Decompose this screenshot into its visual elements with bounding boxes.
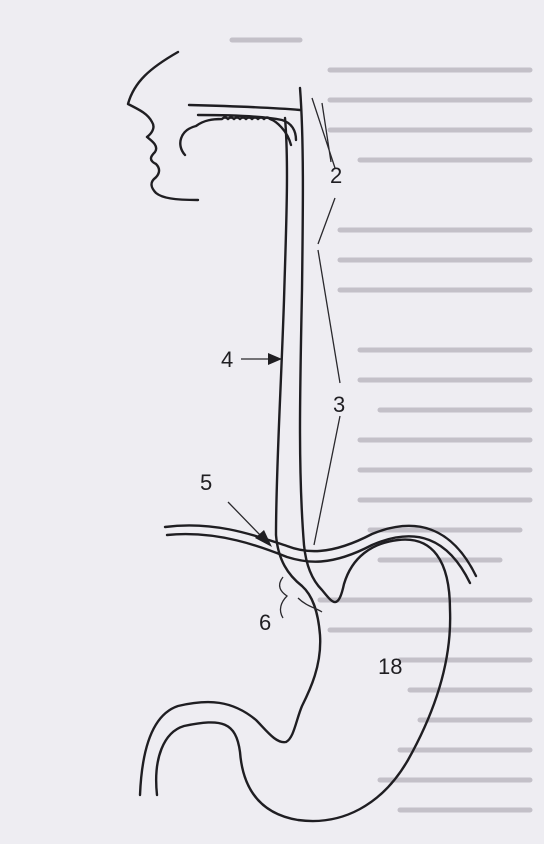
label-3: 3 [333,394,345,416]
palate [189,105,300,110]
label-6: 6 [259,612,271,634]
face-profile [128,52,198,200]
arrow-label-4 [241,353,282,365]
diaphragm-upper-line [165,525,476,576]
label-2: 2 [330,165,342,187]
label-5: 5 [200,472,212,494]
esophagus-posterior-wall [156,88,450,821]
label-18: 18 [378,656,402,678]
esophagus-anterior-wall [140,118,320,795]
tongue [180,118,291,156]
bleed-through-text [232,40,530,810]
label-4: 4 [221,349,233,371]
